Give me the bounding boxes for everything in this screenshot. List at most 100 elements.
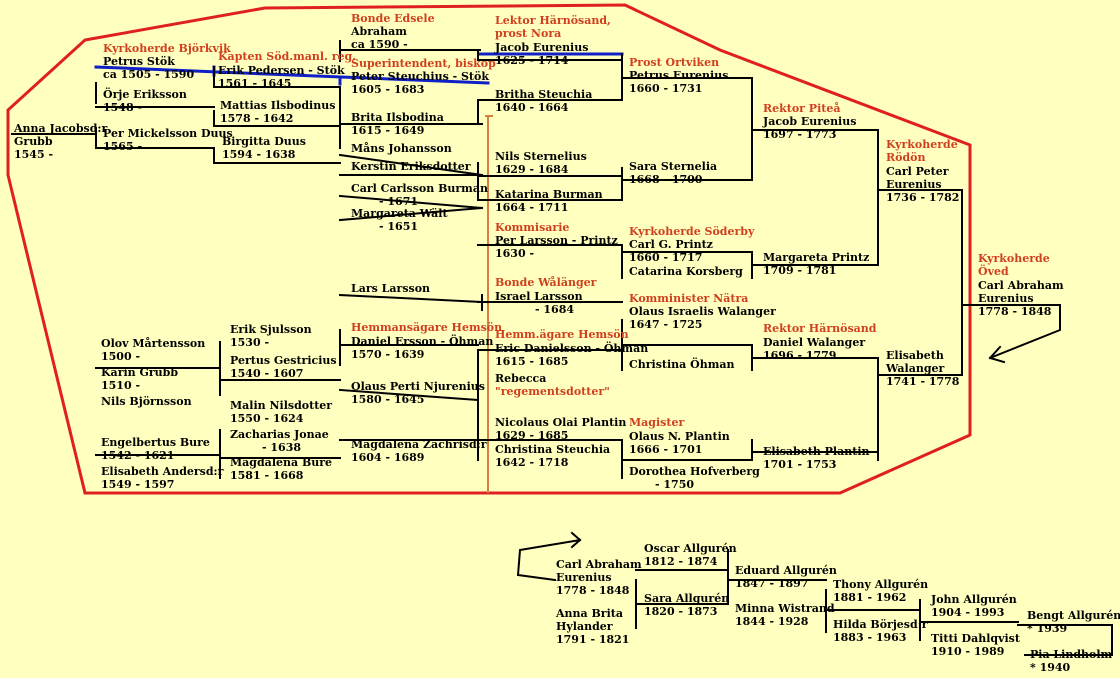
person-dates: - 1671: [379, 195, 419, 208]
person-carl-peter: Carl Peter Eurenius 1736 - 1782: [886, 165, 959, 204]
person-eduard: Eduard Allgurén 1847 - 1897: [735, 564, 837, 590]
title-superintendent: Superintendent, biskop: [351, 57, 496, 70]
person-name: Carl Peter: [886, 165, 949, 178]
person-dates: 1540 - 1607: [230, 367, 304, 380]
person-name: Elisabeth Plantin: [763, 445, 870, 458]
person-dates: 1604 - 1689: [351, 451, 425, 464]
person-dates: 1640 - 1664: [495, 101, 569, 114]
person-dates: 1615 - 1685: [495, 355, 569, 368]
person-dates: 1820 - 1873: [644, 605, 718, 618]
person-name: Sara Allgurén: [644, 592, 730, 605]
person-name: Carl G. Printz: [629, 238, 713, 251]
person-dates: 1578 - 1642: [220, 112, 294, 125]
person-name: Birgitta Duus: [222, 135, 306, 148]
person-lars: Lars Larsson: [351, 282, 431, 295]
person-name: Pia Lindholm: [1030, 648, 1113, 661]
person-katarina-burman: Katarina Burman 1664 - 1711: [495, 188, 603, 214]
person-name: Carl Carlsson Burman: [351, 182, 488, 195]
person-dates: 1847 - 1897: [735, 577, 809, 590]
person-dates: 1881 - 1962: [833, 591, 907, 604]
person-name: Sara Sternelia: [629, 160, 718, 173]
person-name: Eurenius: [556, 571, 612, 584]
person-name: Eurenius: [978, 292, 1034, 305]
person-name: Magdalena Bure: [230, 456, 333, 469]
person-dates: 1570 - 1639: [351, 348, 425, 361]
title-line: Kyrkoherde: [978, 252, 1050, 265]
person-name: Per Larsson - Printz: [495, 234, 618, 247]
title-hemm-agare: Hemm.ägare Hemsön: [495, 328, 629, 341]
person-elisabeth-plantin: Elisabeth Plantin 1701 - 1753: [763, 445, 870, 471]
person-dates: 1778 - 1848: [978, 305, 1052, 318]
person-name: Rebecca: [495, 372, 547, 385]
person-dates: 1594 - 1638: [222, 148, 296, 161]
title-rektor-pitea: Rektor Piteå: [763, 102, 841, 115]
person-dates: 1500 -: [101, 350, 141, 363]
person-name: Israel Larsson: [495, 290, 583, 303]
person-daniel-ersson: Daniel Ersson - Öhman 1570 - 1639: [351, 335, 493, 361]
person-name: Anna Brita: [556, 607, 623, 620]
person-britha-steuchia: Britha Steuchia 1640 - 1664: [495, 88, 592, 114]
person-elisabeth-andersdr: Elisabeth Andersd:r 1549 - 1597: [101, 465, 223, 491]
person-dates: 1844 - 1928: [735, 615, 809, 628]
person-name: Carl Abraham: [556, 558, 642, 571]
person-dates: 1647 - 1725: [629, 318, 703, 331]
person-jacob-eurenius-1625: Jacob Eurenius 1625 - 1714: [495, 41, 588, 67]
person-name: Oscar Allgurén: [644, 542, 737, 555]
person-name: Eduard Allgurén: [735, 564, 837, 577]
person-name: Erik Pedersen - Stök: [218, 64, 345, 77]
person-jacob-eurenius-1697: Jacob Eurenius 1697 - 1773: [763, 115, 856, 141]
person-dates: 1791 - 1821: [556, 633, 630, 646]
person-name: Hylander: [556, 620, 613, 633]
person-dates: 1666 - 1701: [629, 443, 703, 456]
person-name: Nicolaus Olai Plantin: [495, 416, 627, 429]
person-elisabeth-walanger: Elisabeth Walanger 1741 - 1778: [886, 349, 959, 388]
person-name: Engelbertus Bure: [101, 436, 210, 449]
person-dates: 1660 - 1717: [629, 251, 703, 264]
person-name: Minna Wistrand: [735, 602, 835, 615]
person-sara-sternelia: Sara Sternelia 1668 - 1700: [629, 160, 717, 186]
person-dates: 1565 -: [103, 140, 143, 153]
person-name: Abraham: [351, 25, 407, 38]
person-name: Pertus Gestricius: [230, 354, 337, 367]
person-dates: 1530 -: [230, 336, 270, 349]
title-magister: Magister: [629, 416, 685, 429]
person-name: Katarina Burman: [495, 188, 603, 201]
title-bonde-edsele: Bonde Edsele: [351, 12, 435, 25]
person-dates: 1629 - 1685: [495, 429, 569, 442]
person-dates: 1625 - 1714: [495, 54, 569, 67]
title-line: Lektor Härnösand,: [495, 14, 611, 27]
continuation-arrow: [988, 304, 1061, 364]
person-olaus-walanger: Olaus Israelis Walanger 1647 - 1725: [629, 305, 776, 331]
person-dates: 1630 -: [495, 247, 535, 260]
person-nicolaus: Nicolaus Olai Plantin 1629 - 1685: [495, 416, 626, 442]
person-thony: Thony Allgurén 1881 - 1962: [833, 578, 928, 604]
person-olaus-plantin: Olaus N. Plantin 1666 - 1701: [629, 430, 730, 456]
person-dates: 1701 - 1753: [763, 458, 837, 471]
person-dates: 1561 - 1645: [218, 77, 292, 90]
person-olov: Olov Mårtensson 1500 -: [101, 337, 205, 363]
person-name: Elisabeth: [886, 349, 944, 362]
person-name: Magdalena Zachrisd:r: [351, 438, 487, 451]
person-name: Margareta Wält: [351, 207, 448, 220]
person-christina-ohman: Christina Öhman: [629, 358, 735, 371]
orange-connector: [485, 115, 493, 493]
person-rebecca: Rebecca "regementsdotter": [495, 372, 610, 398]
person-engelbertus: Engelbertus Bure 1542 - 1621: [101, 436, 210, 462]
title-prost: Prost Ortviken: [629, 56, 720, 69]
person-dates: 1697 - 1773: [763, 128, 837, 141]
person-name: Hilda Börjesd:r: [833, 618, 928, 631]
person-pertus: Pertus Gestricius 1540 - 1607: [230, 354, 337, 380]
person-dates: 1741 - 1778: [886, 375, 960, 388]
person-name: Christina Steuchia: [495, 443, 611, 456]
person-sara-allguren: Sara Allgurén 1820 - 1873: [644, 592, 729, 618]
person-olaus-perti: Olaus Perti Njurenius 1580 - 1645: [351, 380, 485, 406]
person-erik-pedersen: Erik Pedersen - Stök 1561 - 1645: [218, 64, 345, 90]
person-dates: ca 1590 -: [351, 38, 408, 51]
person-carl-printz: Carl G. Printz 1660 - 1717: [629, 238, 713, 264]
person-dates: 1510 -: [101, 379, 141, 392]
title-komminister: Komminister Nätra: [629, 292, 749, 305]
title-kommisarie: Kommisarie: [495, 221, 570, 234]
person-margareta-printz: Margareta Printz 1709 - 1781: [763, 251, 869, 277]
title-kapten: Kapten Söd.manl. reg.: [218, 50, 357, 63]
person-dates: - 1638: [262, 441, 302, 454]
